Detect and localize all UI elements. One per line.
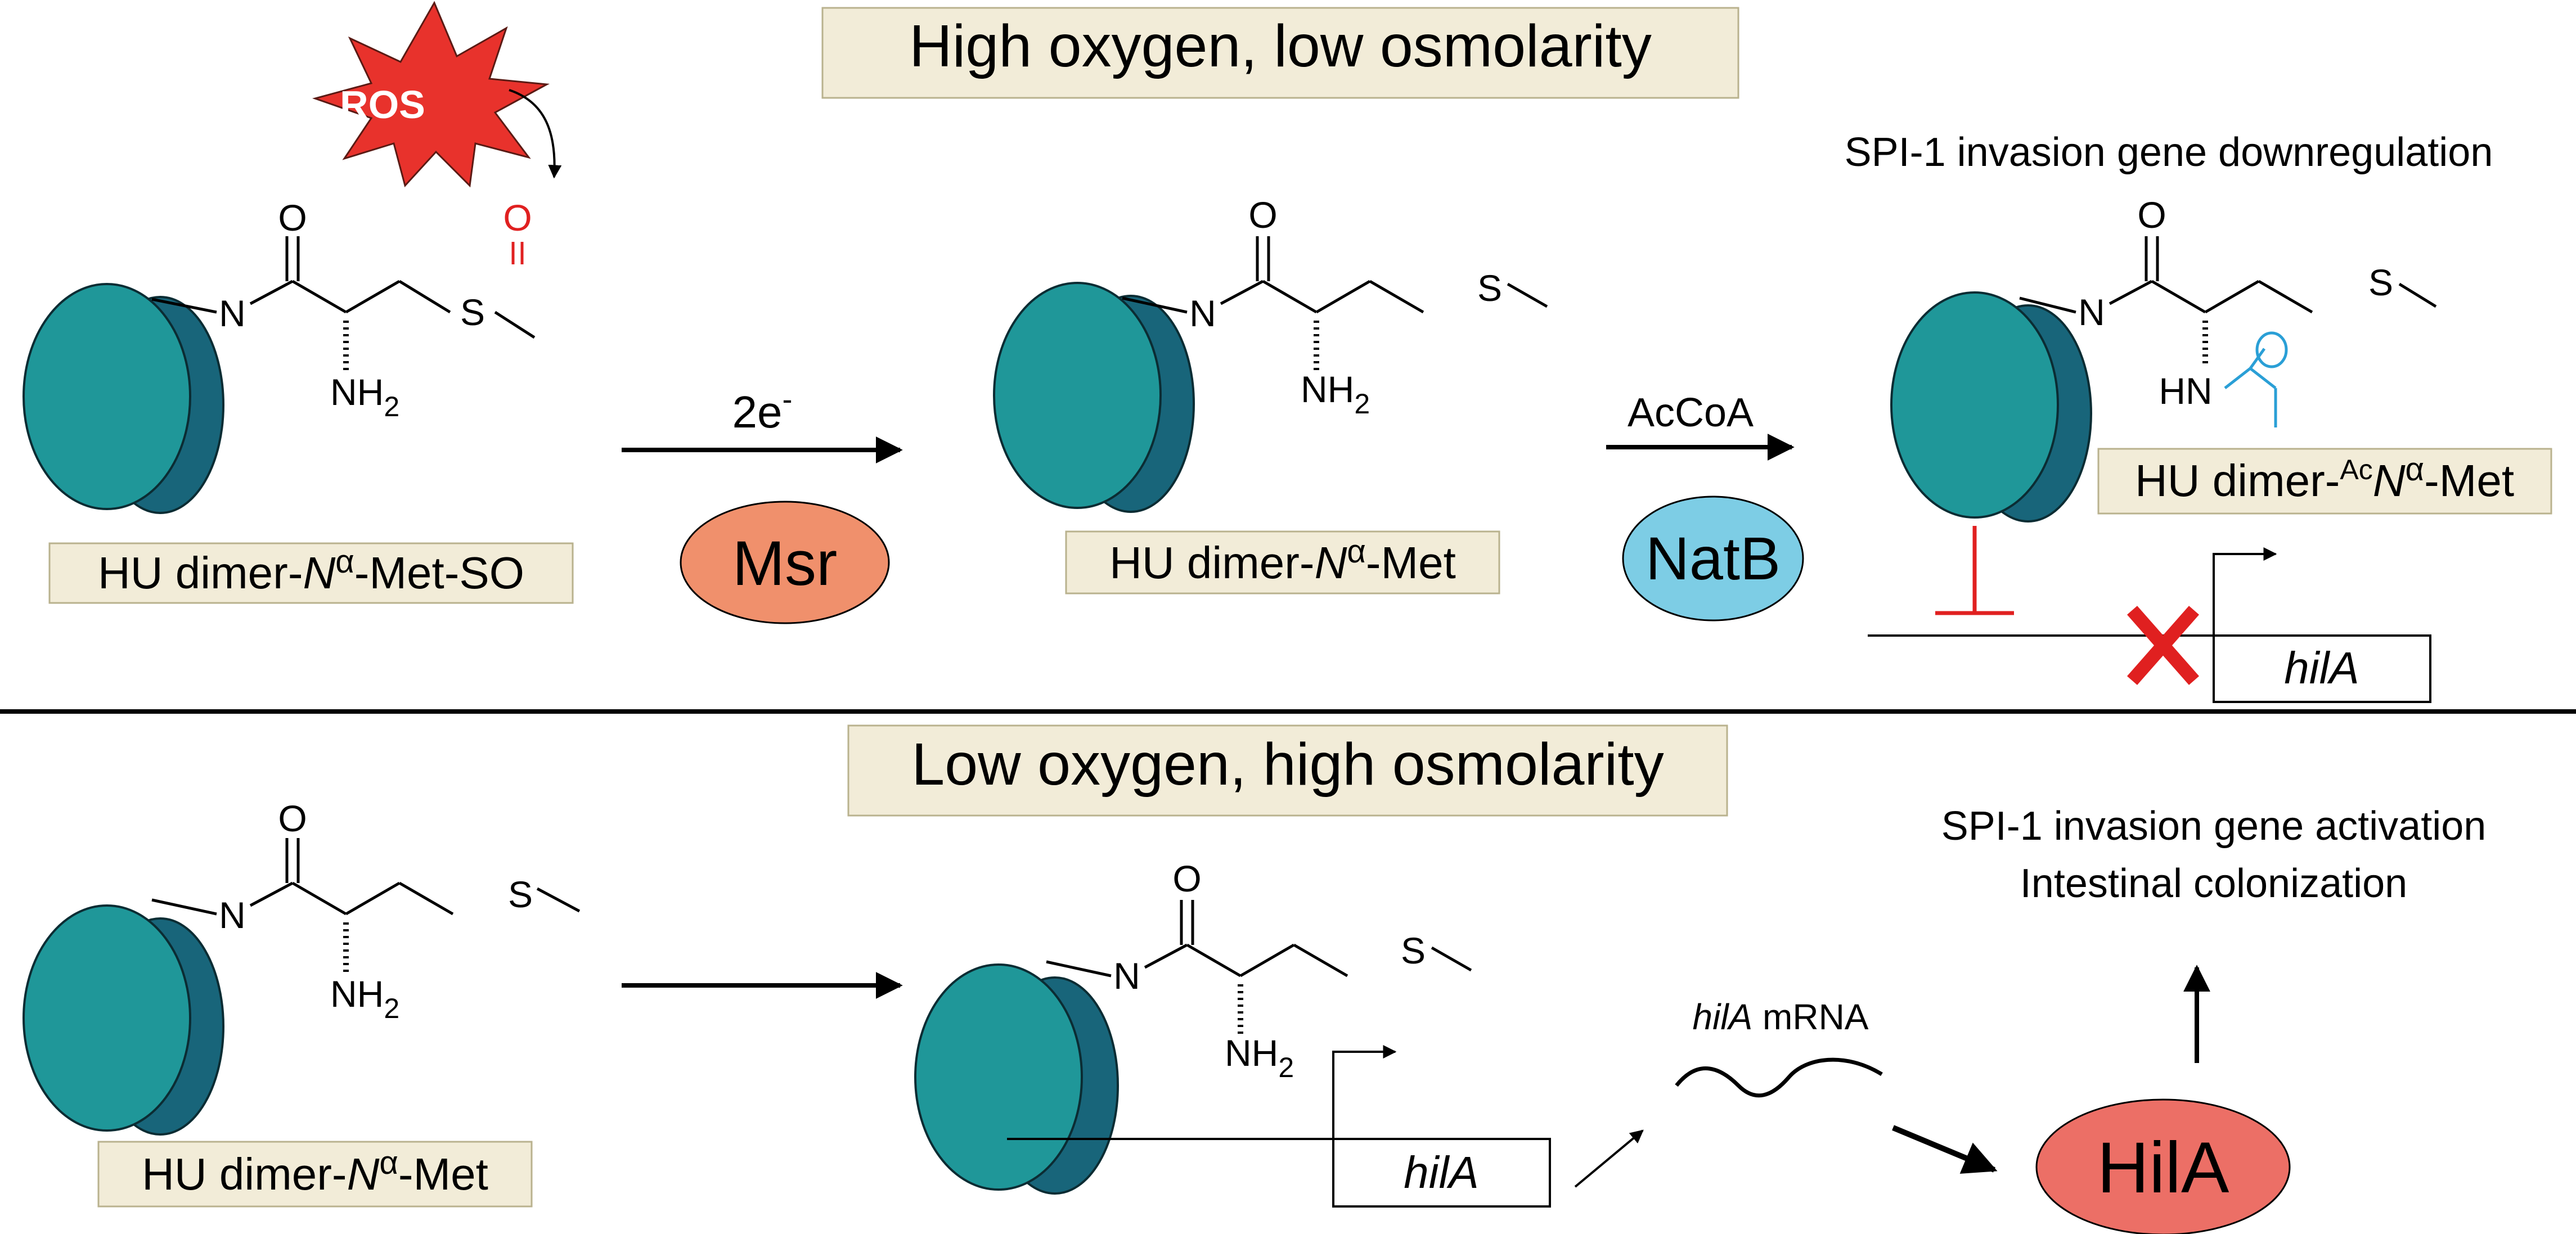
chem-s-1: S bbox=[460, 291, 485, 333]
mrna-label: hilA mRNA bbox=[1693, 997, 1869, 1037]
natb-label: NatB bbox=[1646, 524, 1781, 592]
chem-o-sulfoxide: O bbox=[503, 197, 532, 238]
bottom-title-box bbox=[847, 724, 1728, 817]
label-box-3 bbox=[2097, 448, 2552, 515]
msr-label: Msr bbox=[732, 528, 838, 598]
bottom-outcome-1: SPI-1 invasion gene activation bbox=[1941, 804, 2487, 849]
chem-o-5: O bbox=[1172, 858, 1201, 899]
hu-label-4: HU dimer-Nα-Met bbox=[142, 1145, 488, 1199]
promoter-arrow bbox=[2213, 547, 2277, 636]
chem-nh2-4: NH2 bbox=[330, 973, 399, 1024]
translation-arrow bbox=[1892, 1125, 1998, 1174]
hu-subunit-light bbox=[23, 283, 191, 510]
hila-gene-bottom: hilA bbox=[1007, 1045, 1551, 1208]
top-title-box bbox=[821, 7, 1739, 99]
hila-gene-top: hilA bbox=[1868, 547, 2431, 703]
mrna-squiggle-icon bbox=[1675, 1057, 1883, 1098]
chem-o-4: O bbox=[278, 798, 307, 839]
msr-enzyme bbox=[680, 501, 890, 624]
met-structure-5 bbox=[1046, 900, 1472, 1035]
hu-label-3: HU dimer-AcNα-Met bbox=[2135, 451, 2514, 506]
chem-nh2-2: NH2 bbox=[1301, 368, 1370, 420]
hu-subunit-light bbox=[1890, 291, 2059, 519]
repression-symbol bbox=[1935, 526, 2014, 615]
label-box-2 bbox=[1065, 530, 1500, 595]
chem-s-3: S bbox=[2368, 262, 2393, 303]
chem-n-5: N bbox=[1113, 955, 1140, 997]
hu-subunit-light bbox=[23, 904, 191, 1132]
chem-o-3: O bbox=[2137, 194, 2166, 236]
ros-label: ROS bbox=[340, 83, 425, 127]
hu-dimer-3 bbox=[1890, 291, 2092, 523]
hu-dimer-2 bbox=[993, 282, 1195, 513]
label-box-4 bbox=[97, 1141, 533, 1208]
hu-dimer-4 bbox=[23, 904, 224, 1136]
hila-label-bottom: hilA bbox=[1404, 1147, 1478, 1197]
label-box-1 bbox=[48, 542, 574, 604]
hu-dimer-1 bbox=[23, 283, 224, 514]
hu-label-1: HU dimer-Nα-Met-SO bbox=[98, 543, 524, 598]
met-so-structure bbox=[151, 236, 536, 371]
bottom-panel: Low oxygen, high osmolarity O N S NH2 HU… bbox=[23, 724, 2487, 1234]
met-structure-2 bbox=[1122, 236, 1548, 371]
acetyl-oxygen-icon bbox=[2255, 331, 2288, 368]
electrons-label: 2e- bbox=[732, 382, 793, 437]
chem-nh2-5: NH2 bbox=[1225, 1032, 1294, 1083]
chem-n-1: N bbox=[219, 292, 246, 334]
ros-burst: ROS bbox=[312, 1, 550, 188]
top-title: High oxygen, low osmolarity bbox=[909, 13, 1652, 79]
hu-subunit-light bbox=[914, 963, 1083, 1191]
chem-s-2: S bbox=[1477, 267, 1502, 309]
ros-curved-arrow bbox=[509, 89, 562, 179]
block-cross-icon bbox=[2127, 606, 2200, 685]
hila-protein-label: HilA bbox=[2097, 1128, 2229, 1208]
met-structure-4 bbox=[151, 838, 581, 973]
natb-enzyme bbox=[1622, 496, 1804, 621]
hu-label-2: HU dimer-Nα-Met bbox=[1109, 533, 1456, 588]
promoter-arrow bbox=[1332, 1045, 1397, 1139]
chem-o-2: O bbox=[1248, 194, 1277, 236]
bottom-title: Low oxygen, high osmolarity bbox=[911, 731, 1664, 798]
hu-subunit-light bbox=[993, 282, 1162, 509]
ac-met-structure bbox=[2019, 236, 2437, 427]
accoa-label: AcCoA bbox=[1628, 390, 1754, 435]
ros-starburst-icon bbox=[312, 1, 550, 188]
top-panel: High oxygen, low osmolarity ROS O N S bbox=[23, 1, 2552, 703]
chem-hn-3: HN bbox=[2159, 370, 2212, 412]
chem-nh2-1: NH2 bbox=[330, 371, 399, 422]
top-outcome: SPI-1 invasion gene downregulation bbox=[1845, 130, 2493, 175]
hila-box-bottom bbox=[1332, 1138, 1551, 1208]
chem-s-4: S bbox=[508, 873, 533, 915]
hila-protein bbox=[2035, 1098, 2291, 1234]
hu-dimer-5 bbox=[914, 963, 1119, 1195]
chem-o-carbonyl-1: O bbox=[278, 197, 307, 238]
chem-n-4: N bbox=[219, 894, 246, 936]
chem-n-3: N bbox=[2078, 291, 2105, 333]
bottom-outcome-2: Intestinal colonization bbox=[2020, 861, 2407, 906]
transcription-arrow bbox=[1574, 1129, 1644, 1188]
hila-box-top bbox=[2213, 634, 2431, 703]
hila-label-top: hilA bbox=[2284, 643, 2359, 693]
chem-s-5: S bbox=[1401, 930, 1426, 971]
chem-n-2: N bbox=[1189, 292, 1216, 334]
